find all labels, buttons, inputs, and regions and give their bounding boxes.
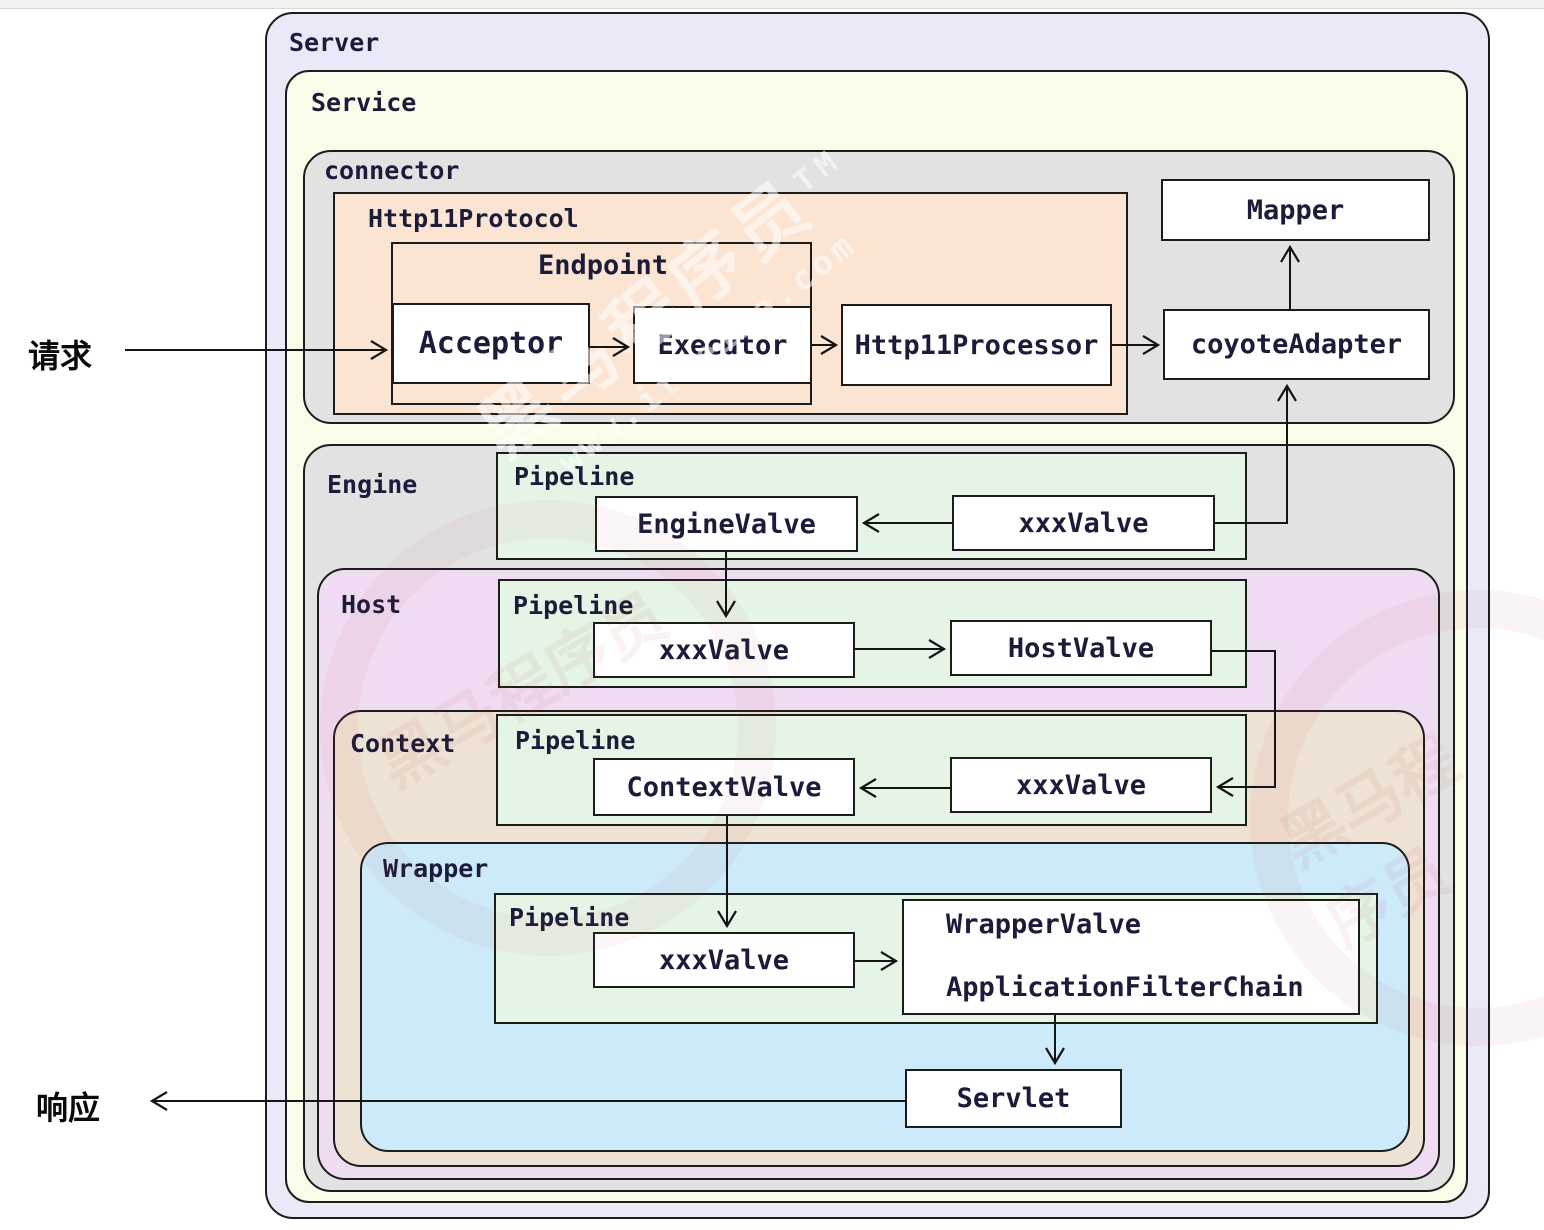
- top-strip: [0, 0, 1544, 9]
- endpoint-label: Endpoint: [538, 250, 669, 281]
- service-label: Service: [311, 88, 417, 117]
- engine-label: Engine: [327, 470, 418, 499]
- context-valve-box: ContextValve: [593, 758, 855, 816]
- request-label: 请求: [28, 338, 93, 374]
- wrapper-valve-box: WrapperValve ApplicationFilterChain: [902, 899, 1360, 1015]
- application-filter-chain-label: ApplicationFilterChain: [946, 972, 1304, 1003]
- context-xxx-valve-box: xxxValve: [950, 757, 1212, 813]
- wrapper-valve-label: WrapperValve: [946, 909, 1142, 940]
- acceptor-box: Acceptor: [392, 303, 590, 384]
- response-label: 响应: [36, 1090, 101, 1126]
- mapper-box: Mapper: [1161, 179, 1430, 241]
- context-label: Context: [350, 729, 456, 758]
- engine-valve-box: EngineValve: [595, 496, 858, 552]
- host-xxx-valve-box: xxxValve: [593, 622, 855, 678]
- servlet-box: Servlet: [905, 1069, 1122, 1128]
- http11protocol-label: Http11Protocol: [368, 204, 579, 233]
- context-pipeline-label: Pipeline: [515, 726, 636, 755]
- wrapper-pipeline-label: Pipeline: [509, 903, 630, 932]
- wrapper-label: Wrapper: [383, 854, 489, 883]
- host-pipeline-label: Pipeline: [513, 591, 634, 620]
- http11processor-box: Http11Processor: [841, 304, 1112, 386]
- host-label: Host: [341, 590, 402, 619]
- host-valve-box: HostValve: [950, 620, 1212, 676]
- coyote-adapter-box: coyoteAdapter: [1163, 309, 1430, 380]
- wrapper-xxx-valve-box: xxxValve: [593, 932, 855, 988]
- connector-label: connector: [324, 156, 460, 185]
- executor-box: Executor: [633, 306, 812, 384]
- engine-xxx-valve-box: xxxValve: [952, 495, 1215, 551]
- server-label: Server: [289, 28, 380, 57]
- engine-pipeline-label: Pipeline: [514, 462, 635, 491]
